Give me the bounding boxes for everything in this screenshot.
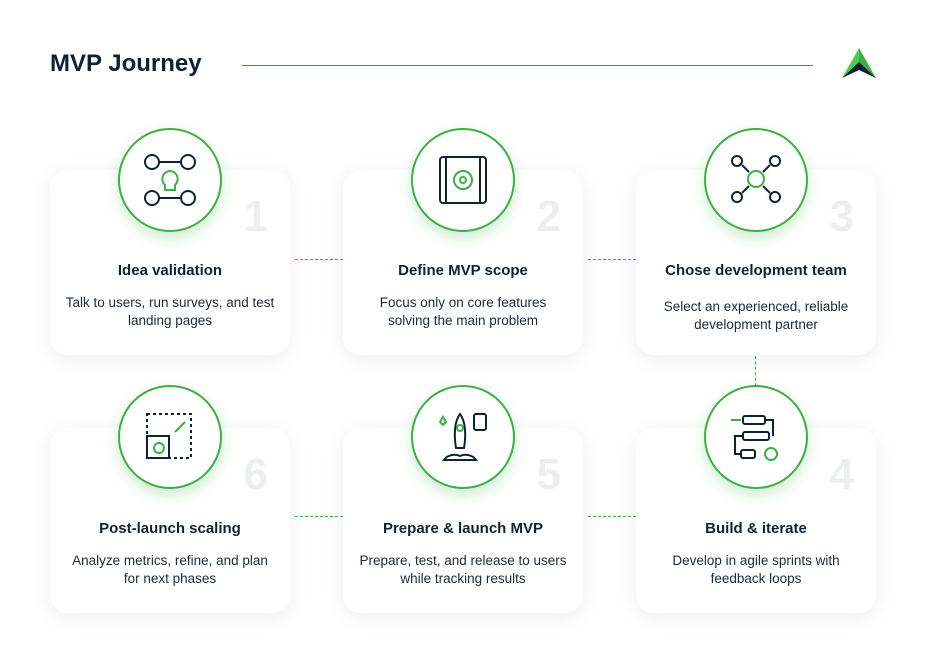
header-divider xyxy=(242,65,813,66)
step-number: 4 xyxy=(829,450,854,499)
connector-6-5 xyxy=(295,516,343,517)
step-card-1: 1 Idea validation Talk to users, run sur… xyxy=(50,170,290,355)
idea-users-icon xyxy=(118,128,222,232)
connector-1-2 xyxy=(295,259,343,260)
blueprint-gear-icon xyxy=(411,128,515,232)
step-description: Select an experienced, reliable developm… xyxy=(663,299,849,332)
step-number: 2 xyxy=(536,192,561,241)
step-number: 3 xyxy=(829,192,854,241)
step-title: Build & iterate xyxy=(705,520,807,537)
step-description: Develop in agile sprints with feedback l… xyxy=(672,553,840,586)
step-number: 6 xyxy=(243,450,268,499)
workflow-icon xyxy=(704,385,808,489)
connector-3-4 xyxy=(755,356,756,386)
step-title: Post-launch scaling xyxy=(99,520,241,537)
connector-2-3 xyxy=(588,259,636,260)
logo-icon xyxy=(842,48,876,78)
rocket-icon xyxy=(411,385,515,489)
step-description: Focus only on core features solving the … xyxy=(379,295,547,328)
step-number: 5 xyxy=(536,450,561,499)
step-number: 1 xyxy=(243,192,268,241)
step-card-5: 5 Prepare & launch MVP Prepare, test, an… xyxy=(343,428,583,613)
step-title: Idea validation xyxy=(117,262,223,279)
step-description: Analyze metrics, refine, and plan for ne… xyxy=(72,553,268,586)
step-description: Talk to users, run surveys, and test lan… xyxy=(65,295,275,328)
step-card-2: 2 Define MVP scope Focus only on core fe… xyxy=(343,170,583,355)
step-title: Define MVP scope xyxy=(398,262,528,279)
step-description: Prepare, test, and release to users whil… xyxy=(359,553,567,586)
connector-5-4 xyxy=(588,516,636,517)
step-title: Prepare & launch MVP xyxy=(382,520,544,537)
scale-icon xyxy=(118,385,222,489)
step-title: Chose development team xyxy=(665,262,847,279)
team-gear-icon xyxy=(704,128,808,232)
page-title: MVP Journey xyxy=(50,50,202,77)
